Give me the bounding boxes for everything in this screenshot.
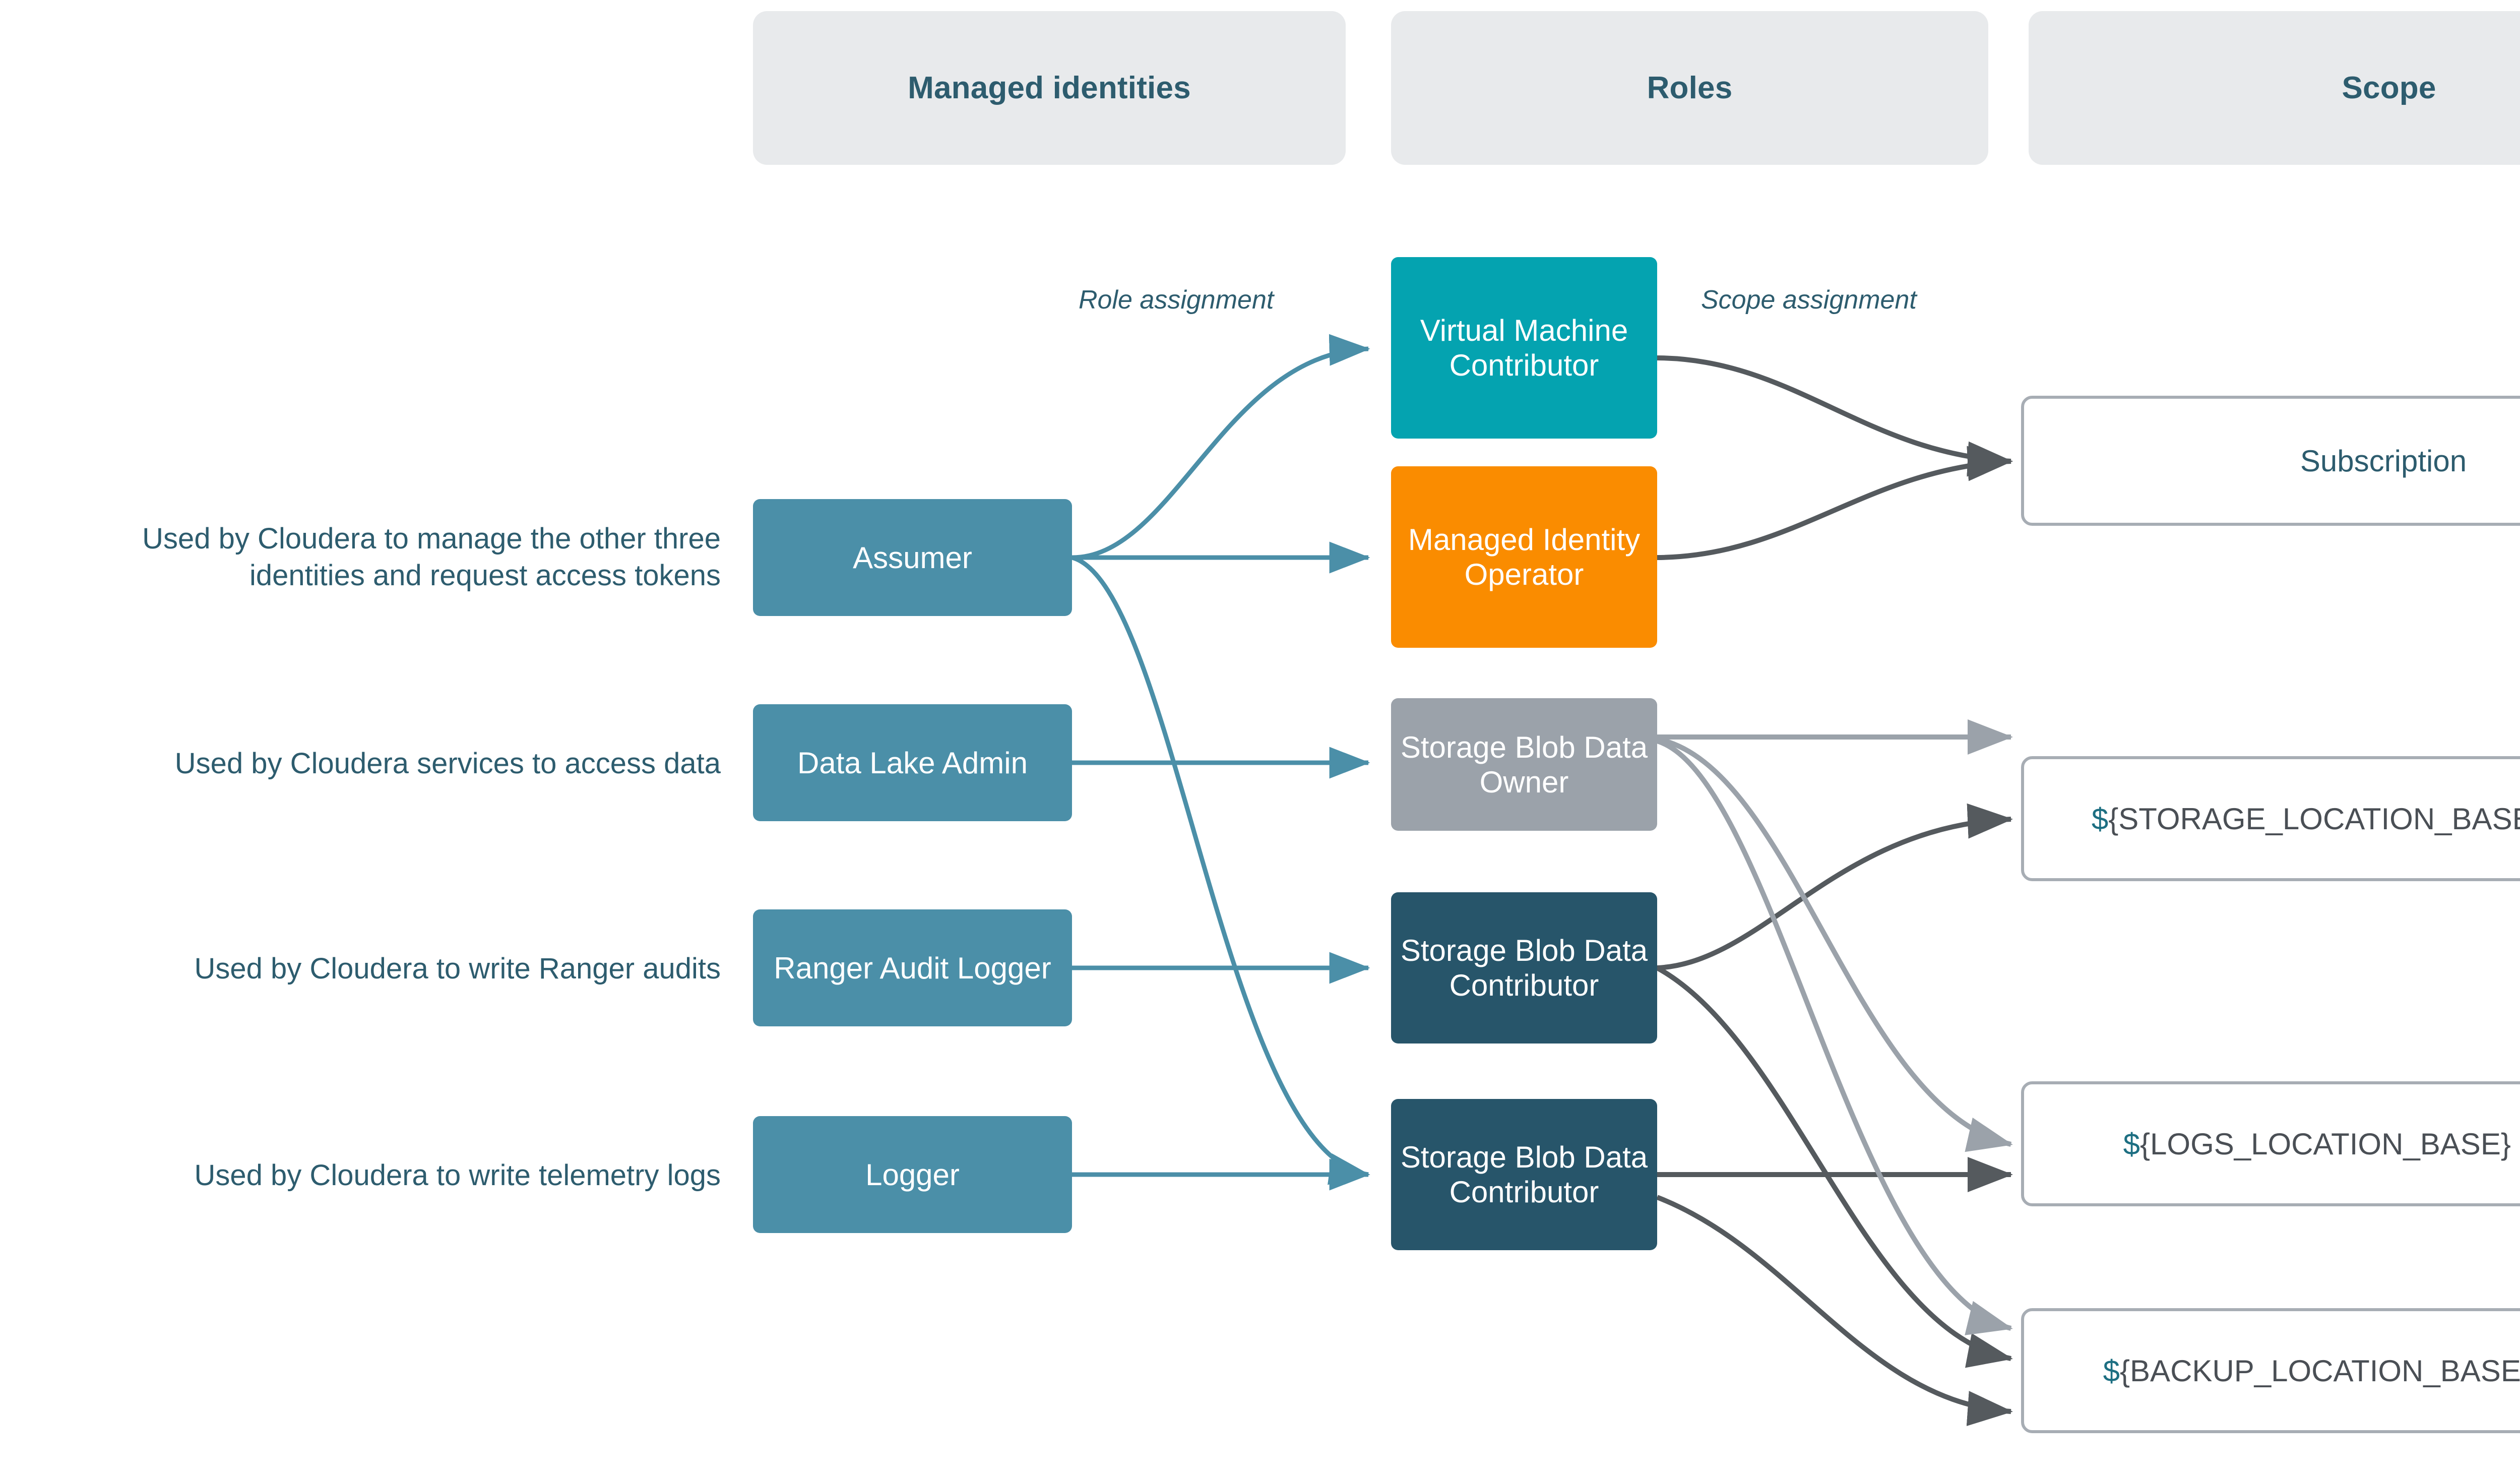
role-assignment-label: Role assignment — [1079, 285, 1274, 315]
edge-managed-identity-operator-to-subscription — [1657, 446, 2013, 560]
edge-vm-contributor-to-subscription — [1657, 355, 2013, 477]
identity-node-ranger-audit-logger[interactable]: Ranger Audit Logger — [753, 909, 1072, 1026]
column-header-label: Scope — [2342, 71, 2436, 105]
scope-node-logs-location-base-container[interactable]: ${LOGS_LOCATION_BASE} container — [2021, 1081, 2520, 1206]
description-text: Used by Cloudera to write Ranger audits — [194, 952, 721, 986]
role-assignment-text: Role assignment — [1079, 285, 1274, 315]
scope-node-label: {BACKUP_LOCATION_BASE} container — [2119, 1354, 2520, 1388]
scope-assignment-text: Scope assignment — [1701, 285, 1917, 315]
description-text: Used by Cloudera to write telemetry logs — [194, 1159, 721, 1192]
column-header-label: Managed identities — [908, 71, 1191, 105]
scope-node-label: Subscription — [2300, 444, 2467, 478]
role-node-storage-blob-data-contributor-logger[interactable]: Storage Blob Data Contributor — [1391, 1099, 1657, 1250]
identity-node-label: Data Lake Admin — [797, 746, 1028, 780]
role-node-storage-blob-data-owner[interactable]: Storage Blob Data Owner — [1391, 698, 1657, 831]
identity-node-label: Assumer — [853, 540, 972, 575]
role-node-label: Managed Identity Operator — [1408, 523, 1641, 591]
role-node-virtual-machine-contributor[interactable]: Virtual Machine Contributor — [1391, 257, 1657, 439]
edge-assumer-to-vm-contributor — [1072, 334, 1370, 560]
description-data-lake-admin: Used by Cloudera services to access data — [20, 733, 721, 794]
column-header-scope: Scope — [2029, 11, 2520, 165]
role-node-managed-identity-operator[interactable]: Managed Identity Operator — [1391, 466, 1657, 648]
role-node-storage-blob-data-contributor-ranger[interactable]: Storage Blob Data Contributor — [1391, 892, 1657, 1044]
scope-node-subscription[interactable]: Subscription — [2021, 396, 2520, 526]
description-assumer: Used by Cloudera to manage the other thr… — [20, 502, 721, 612]
dollar-sign-prefix: $ — [2091, 802, 2109, 836]
identity-node-assumer[interactable]: Assumer — [753, 499, 1072, 616]
edge-owner-to-backup-container — [1656, 739, 2013, 1335]
edge-contributor-ranger-to-backup-container — [1656, 965, 2013, 1368]
role-node-label: Storage Blob Data Owner — [1400, 730, 1648, 799]
scope-assignment-label: Scope assignment — [1701, 285, 1917, 315]
description-text: Used by Cloudera to manage the other thr… — [142, 522, 721, 592]
dollar-sign-prefix: $ — [2123, 1127, 2140, 1161]
column-header-managed-identities: Managed identities — [753, 11, 1346, 165]
description-logger: Used by Cloudera to write telemetry logs — [20, 1145, 721, 1206]
column-header-label: Roles — [1647, 71, 1733, 105]
role-node-label: Virtual Machine Contributor — [1420, 314, 1628, 382]
identity-to-role-edges — [1071, 334, 1370, 1191]
edge-contributor-ranger-to-storage-container — [1657, 803, 2013, 970]
description-text: Used by Cloudera services to access data — [174, 747, 721, 780]
scope-node-label: {STORAGE_LOCATION_BASE} container — [2108, 802, 2520, 836]
identity-node-logger[interactable]: Logger — [753, 1116, 1072, 1233]
identity-node-data-lake-admin[interactable]: Data Lake Admin — [753, 704, 1072, 821]
scope-node-label: {LOGS_LOCATION_BASE} container — [2140, 1127, 2520, 1161]
scope-node-storage-location-base-container[interactable]: ${STORAGE_LOCATION_BASE} container — [2021, 756, 2520, 881]
edge-owner-to-logs-container — [1657, 736, 2013, 1152]
description-ranger-audit-logger: Used by Cloudera to write Ranger audits — [20, 939, 721, 999]
role-node-label: Storage Blob Data Contributor — [1400, 934, 1648, 1002]
identity-node-label: Ranger Audit Logger — [774, 951, 1051, 985]
edge-contributor-logger-to-backup-container — [1656, 1195, 2013, 1426]
role-node-label: Storage Blob Data Contributor — [1400, 1140, 1648, 1209]
edge-assumer-to-storage-blob-contributor-logger — [1071, 555, 1370, 1185]
identity-node-label: Logger — [865, 1157, 960, 1192]
role-to-scope-light-edges — [1656, 719, 2013, 1335]
scope-node-backup-location-base-container[interactable]: ${BACKUP_LOCATION_BASE} container — [2021, 1308, 2520, 1433]
dollar-sign-prefix: $ — [2103, 1354, 2120, 1388]
column-header-roles: Roles — [1391, 11, 1988, 165]
role-to-scope-dark-edges — [1656, 355, 2013, 1426]
